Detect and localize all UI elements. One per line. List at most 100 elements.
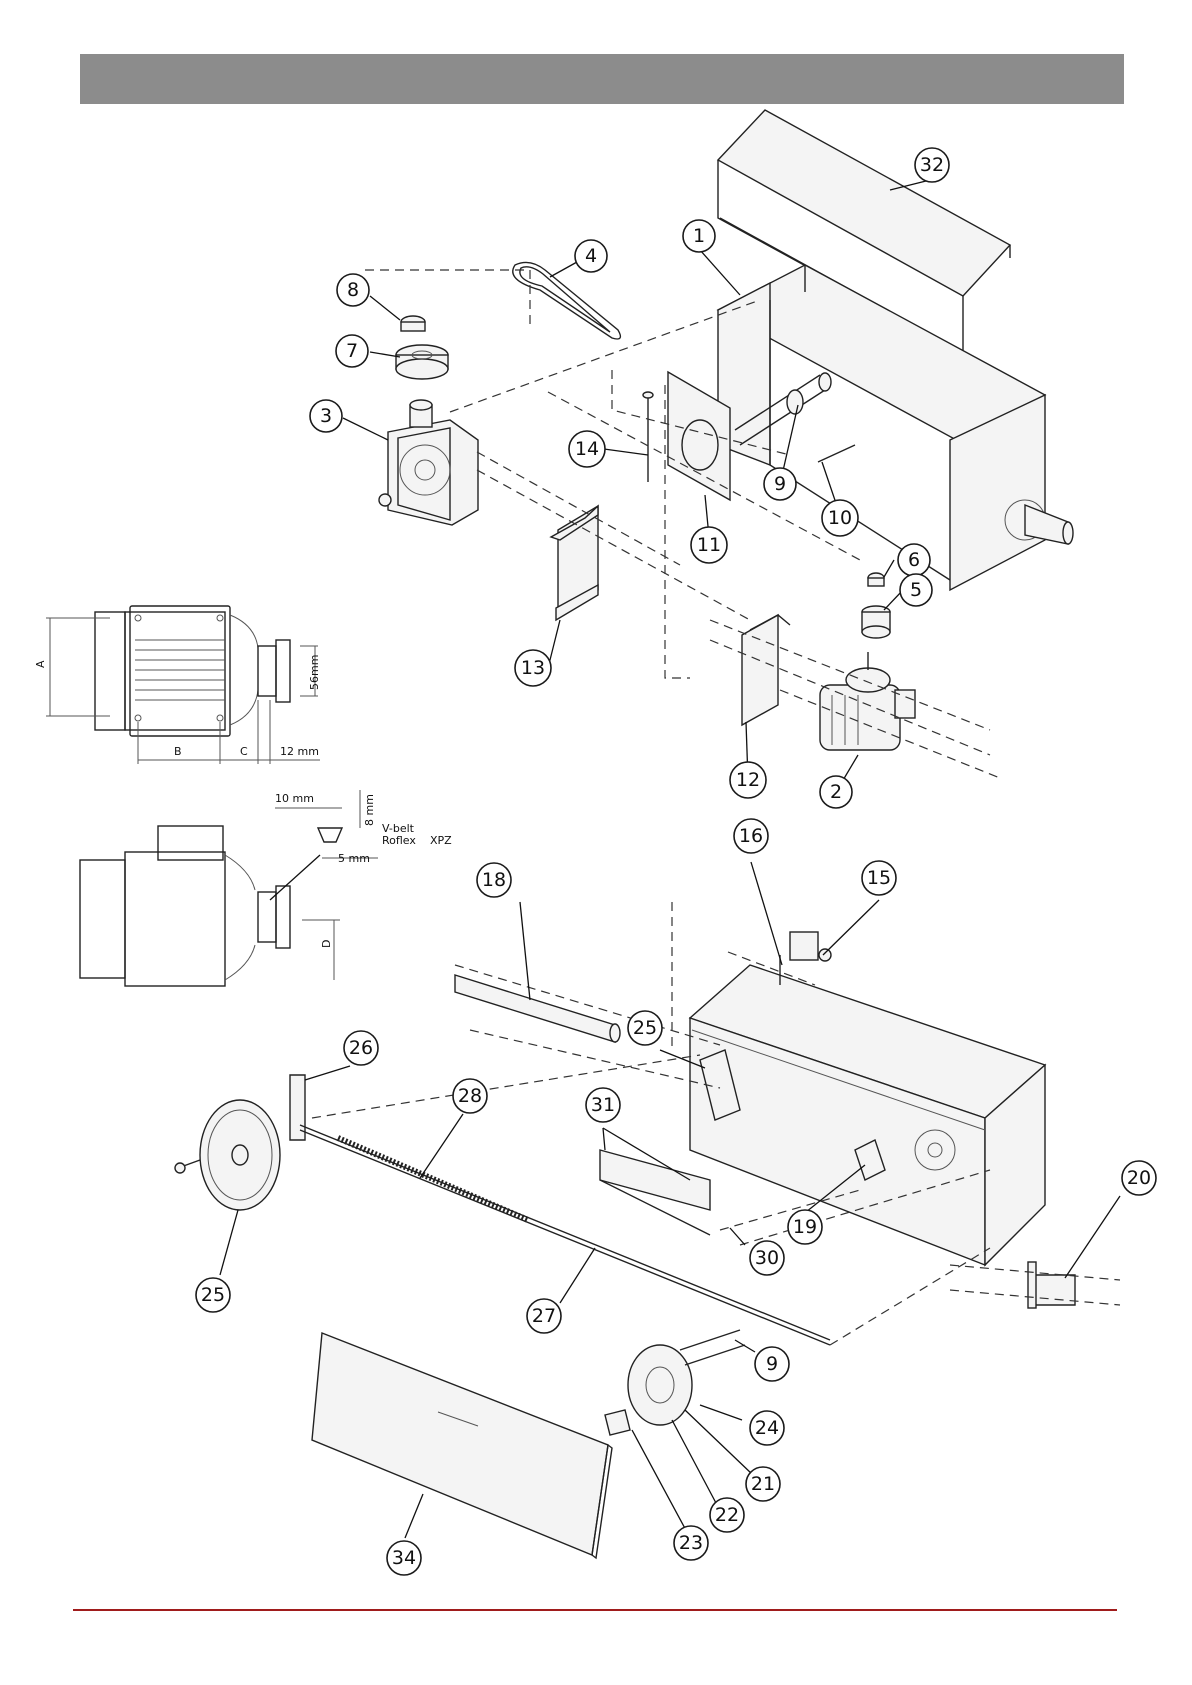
- svg-text:13: 13: [521, 657, 545, 679]
- callout-2: 2: [820, 776, 852, 808]
- front-panel-part-34: [312, 1333, 612, 1558]
- callout-3: 3: [310, 400, 342, 432]
- svg-text:16: 16: [739, 825, 763, 847]
- svg-text:9: 9: [766, 1353, 778, 1375]
- svg-text:14: 14: [575, 438, 599, 460]
- upper-assembly: [365, 110, 1073, 778]
- belt-part-4: [513, 262, 621, 339]
- belt-code: XPZ: [430, 834, 452, 847]
- svg-text:12: 12: [736, 769, 760, 791]
- callout-5: 5: [900, 574, 932, 606]
- dimension-a: A: [34, 660, 47, 668]
- dimension-shaft-length: 12 mm: [280, 745, 319, 758]
- pulley-part-6: [868, 573, 884, 586]
- callout-20: 20: [1122, 1161, 1156, 1195]
- callout-8: 8: [337, 274, 369, 306]
- key-part-10: [818, 445, 855, 462]
- belt-profile-figure: D 10 mm 8 mm 5 mm V-belt Roflex XPZ: [80, 790, 452, 986]
- callout-18: 18: [477, 863, 511, 897]
- callout-26: 26: [344, 1031, 378, 1065]
- callout-19: 19: [788, 1210, 822, 1244]
- svg-text:25: 25: [633, 1017, 657, 1039]
- svg-text:21: 21: [751, 1473, 775, 1495]
- svg-text:2: 2: [830, 781, 842, 803]
- switch-part-15: [790, 932, 831, 961]
- callout-15: 15: [862, 861, 896, 895]
- motor-part-2: [820, 652, 915, 750]
- svg-text:26: 26: [349, 1037, 373, 1059]
- svg-text:7: 7: [346, 340, 358, 362]
- dimension-d: D: [320, 940, 333, 948]
- pulley-part-7: [396, 345, 448, 379]
- pulley-part-8: [401, 316, 425, 331]
- gearbox-part-3: [379, 400, 478, 525]
- motor-dimension-figure: A B C 12 mm 56mm: [34, 606, 321, 764]
- belt-top-width: 10 mm: [275, 792, 314, 805]
- callout-10: 10: [822, 500, 858, 536]
- svg-text:3: 3: [320, 405, 332, 427]
- svg-text:25: 25: [201, 1284, 225, 1306]
- callout-1: 1: [683, 220, 715, 252]
- callout-21: 21: [746, 1467, 780, 1501]
- dimension-pulley-width: 56mm: [308, 655, 321, 690]
- callout-6: 6: [898, 544, 930, 576]
- svg-text:20: 20: [1127, 1167, 1151, 1189]
- svg-text:28: 28: [458, 1085, 482, 1107]
- belt-height: 8 mm: [363, 794, 376, 826]
- svg-text:30: 30: [755, 1247, 779, 1269]
- callout-7: 7: [336, 335, 368, 367]
- callout-32: 32: [915, 148, 949, 182]
- callout-30: 30: [750, 1241, 784, 1275]
- svg-text:18: 18: [482, 869, 506, 891]
- callout-22: 22: [710, 1498, 744, 1532]
- belt-bottom-width: 5 mm: [338, 852, 370, 865]
- callout-14: 14: [569, 431, 605, 467]
- callout-28: 28: [453, 1079, 487, 1113]
- svg-text:5: 5: [910, 579, 922, 601]
- callout-4: 4: [575, 240, 607, 272]
- svg-text:31: 31: [591, 1094, 615, 1116]
- footer-rule: [73, 1609, 1117, 1611]
- callout-12: 12: [730, 762, 766, 798]
- callout-9-upper: 9: [764, 468, 796, 500]
- callout-9-lower: 9: [755, 1347, 789, 1381]
- callout-23: 23: [674, 1526, 708, 1560]
- svg-text:9: 9: [774, 473, 786, 495]
- pulley-part-5: [862, 606, 890, 638]
- svg-text:10: 10: [828, 507, 852, 529]
- callout-16: 16: [734, 819, 768, 853]
- callout-24: 24: [750, 1411, 784, 1445]
- svg-text:24: 24: [755, 1417, 779, 1439]
- callout-13: 13: [515, 650, 551, 686]
- callout-31: 31: [586, 1088, 620, 1122]
- svg-text:11: 11: [697, 534, 721, 556]
- callout-25-housing: 25: [628, 1011, 662, 1045]
- housing-part-1: [718, 265, 1073, 590]
- svg-text:19: 19: [793, 1216, 817, 1238]
- dimension-b: B: [174, 745, 182, 758]
- dimension-c: C: [240, 745, 248, 758]
- svg-text:27: 27: [532, 1305, 556, 1327]
- belt-name: Roflex: [382, 834, 416, 847]
- svg-text:6: 6: [908, 549, 920, 571]
- tube-part-20: [1028, 1262, 1075, 1308]
- handwheel-part-25: [175, 1100, 280, 1210]
- svg-text:15: 15: [867, 867, 891, 889]
- svg-text:4: 4: [585, 245, 597, 267]
- svg-text:22: 22: [715, 1504, 739, 1526]
- callout-27: 27: [527, 1299, 561, 1333]
- svg-text:8: 8: [347, 279, 359, 301]
- sprocket-assembly-21-24: [605, 1330, 745, 1435]
- plate-part-31: [600, 1150, 710, 1235]
- svg-text:32: 32: [920, 154, 944, 176]
- svg-text:23: 23: [679, 1532, 703, 1554]
- bracket-part-26: [290, 1075, 305, 1140]
- svg-text:1: 1: [693, 225, 705, 247]
- callout-25-wheel: 25: [196, 1278, 230, 1312]
- svg-text:34: 34: [392, 1547, 416, 1569]
- pin-part-14: [643, 392, 653, 482]
- tube-part-18: [455, 975, 620, 1042]
- callout-34: 34: [387, 1541, 421, 1575]
- callout-11: 11: [691, 527, 727, 563]
